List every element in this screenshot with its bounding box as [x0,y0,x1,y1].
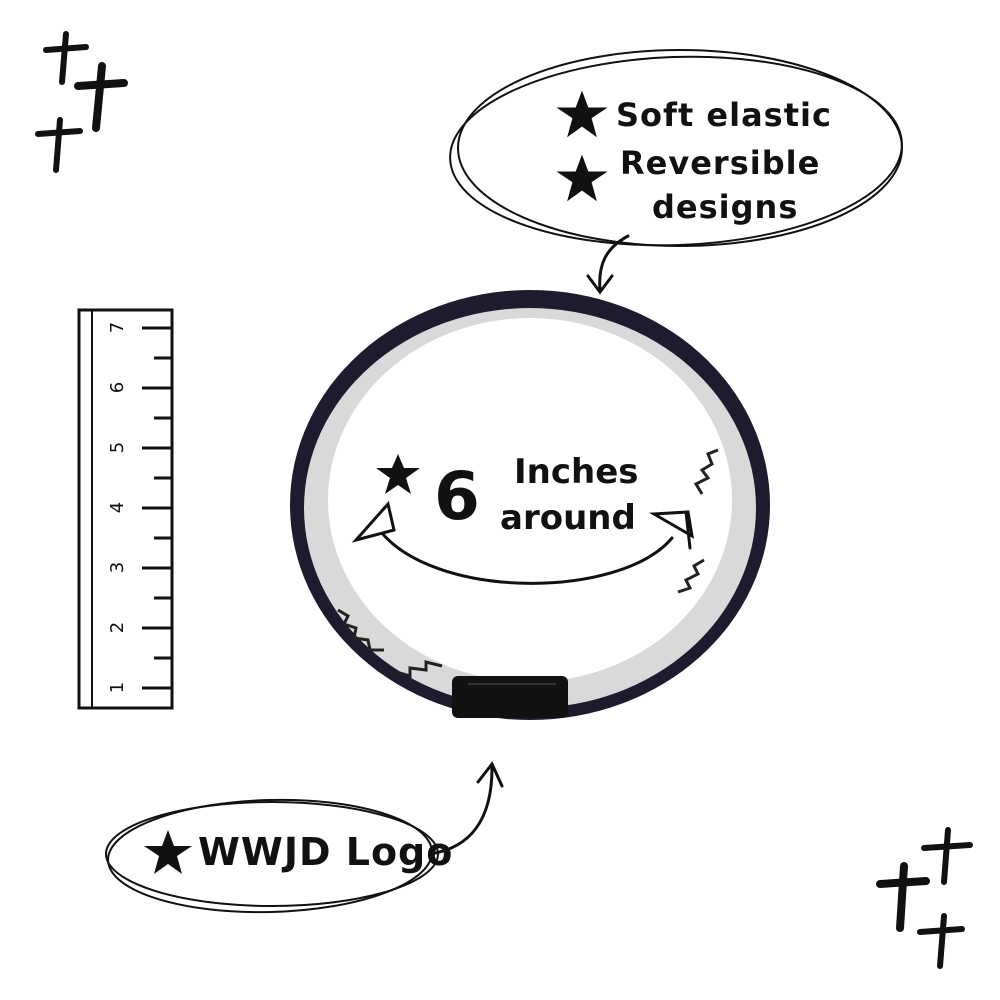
cross-icon [917,913,965,969]
star-icon [556,90,608,138]
features-callout-ellipse [449,49,903,247]
measurement-around: around [500,498,636,538]
ruler-number: 5 [107,441,129,454]
cross-icon [921,827,973,885]
star-icon [144,830,192,874]
cross-icon [74,62,128,132]
cross-icon [43,31,89,85]
ruler-number: 4 [107,501,129,514]
ruler-number: 6 [107,381,129,394]
ruler-number: 3 [107,561,129,574]
cross-icon [35,117,83,173]
bracelet [290,290,770,720]
cross-icon [876,862,930,932]
feature-reversible: Reversible [620,144,821,182]
logo-label: WWJD Logo [198,830,454,874]
ruler [77,308,174,710]
ruler-number: 2 [107,621,129,634]
band-pattern [337,448,719,678]
measurement-unit: Inches [514,452,639,492]
feature-soft-elastic: Soft elastic [616,96,832,134]
cross-icon-group-top-left [35,31,128,173]
measurement-value: 6 [434,458,480,535]
arrow-icon [351,500,695,585]
wwjd-logo-clasp [452,676,568,718]
star-icon [556,154,608,202]
ruler-number: 7 [107,321,129,334]
arrow-icon [586,234,630,295]
cross-icon-group-bottom-right [876,827,973,969]
arrow-icon [428,761,504,856]
star-icon [376,454,420,494]
ruler-number: 1 [107,681,129,694]
feature-designs: designs [652,188,799,226]
ruler-ticks [142,326,172,690]
